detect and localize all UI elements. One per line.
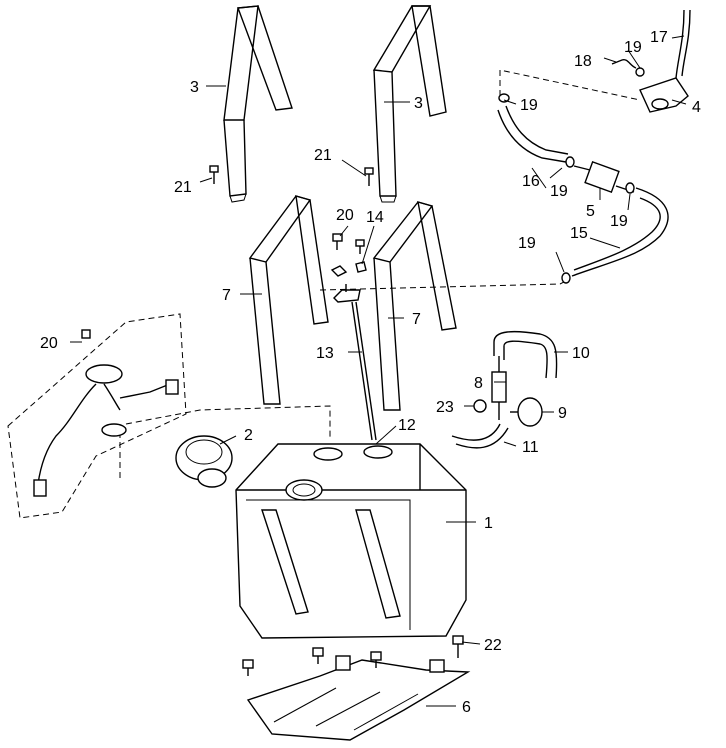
vent-hose-10 [493,330,558,379]
fuel-hose-15 [571,187,669,277]
bolt-21-center [364,167,374,186]
callout-21-left: 21 [174,179,192,196]
fuel-tank-1 [235,443,467,639]
callout-19-d: 19 [610,213,628,230]
tank-strap-right-upper [372,5,447,203]
callout-20-center: 20 [336,207,354,224]
washer-23 [473,399,487,413]
callout-10: 10 [572,345,590,362]
callout-12: 12 [398,417,416,434]
callout-3-right: 3 [414,95,423,112]
callout-22: 22 [484,637,502,654]
callout-11: 11 [522,439,539,456]
callout-3-left: 3 [190,79,199,96]
fuel-pump-assembly [7,313,331,519]
callout-1: 1 [484,515,493,532]
tank-strap-left-upper [223,5,293,203]
tank-strap-right-lower [372,201,457,411]
callout-19-c: 19 [550,183,568,200]
callout-15: 15 [570,225,588,242]
callout-labels: 1 2 3 3 4 5 6 7 7 8 9 10 11 12 13 14 15 … [40,29,701,716]
skid-plate-6 [246,655,471,741]
callout-5: 5 [586,203,595,220]
valve-8 [491,356,507,420]
callout-7-right: 7 [412,311,421,328]
bolt-21-left [209,165,219,184]
fuel-hose-16 [497,105,569,163]
callout-19-e: 19 [518,235,536,252]
filter-9 [510,397,543,427]
hose-18 [611,58,637,69]
clip-14 [330,261,367,277]
callout-9: 9 [558,405,567,422]
callout-23: 23 [436,399,454,416]
callout-17: 17 [650,29,668,46]
bolt-20-center [332,233,365,254]
fuel-line-guide [319,279,569,291]
pump-guide [499,69,641,101]
fuel-sender-13 [333,284,377,441]
callout-13: 13 [316,345,334,362]
callout-7-left: 7 [222,287,231,304]
callout-19-b: 19 [624,39,642,56]
callout-21-center: 21 [314,147,332,164]
fuel-filter-5 [573,160,635,194]
clamps-19 [498,67,645,284]
leader-lines [70,35,687,707]
hose-17 [675,9,691,79]
callout-20-left: 20 [40,335,58,352]
callout-6: 6 [462,699,471,716]
callout-18: 18 [574,53,592,70]
fuel-pump-4 [639,77,689,113]
vent-hose-11 [451,423,509,449]
bolt-22-set [242,635,464,676]
callout-4: 4 [692,99,701,116]
callout-16: 16 [522,173,540,190]
callout-14: 14 [366,209,384,226]
callout-19-a: 19 [520,97,538,114]
callout-2: 2 [244,427,253,444]
tank-strap-left-lower [248,195,329,405]
callout-8: 8 [474,375,483,392]
fuel-cap-2 [175,435,233,488]
